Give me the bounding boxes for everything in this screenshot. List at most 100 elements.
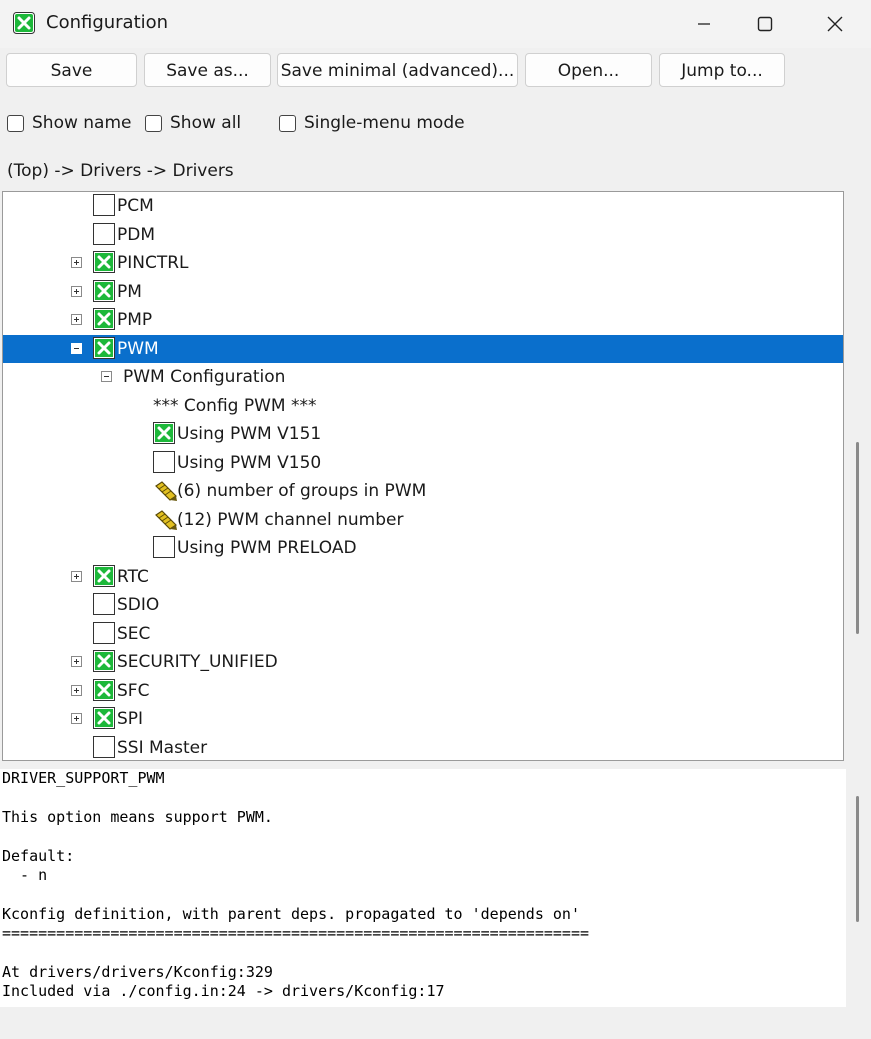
info-separator: ========================================… xyxy=(2,924,589,943)
checked-icon xyxy=(93,336,115,359)
window-title: Configuration xyxy=(46,12,169,33)
jump-to-button[interactable]: Jump to... xyxy=(659,53,785,87)
checkbox[interactable] xyxy=(93,279,115,302)
tree-row-label: Using PWM V150 xyxy=(177,452,322,473)
tree-row-pcm[interactable]: PCM xyxy=(3,192,843,220)
show-all-label: Show all xyxy=(170,113,242,133)
checkbox[interactable] xyxy=(153,450,175,473)
info-kconfig-heading: Kconfig definition, with parent deps. pr… xyxy=(2,904,580,923)
maximize-button[interactable] xyxy=(733,0,797,48)
checkbox[interactable] xyxy=(93,650,115,672)
expand-icon[interactable] xyxy=(71,285,82,297)
tree-row-pinctrl[interactable]: PINCTRL xyxy=(3,249,843,277)
save-as-button[interactable]: Save as... xyxy=(144,53,271,87)
breadcrumb: (Top) -> Drivers -> Drivers xyxy=(7,161,234,181)
checked-icon xyxy=(93,564,115,587)
menu-tree[interactable]: PCM PDM PINCTRL PM xyxy=(2,191,844,761)
tree-row-spi[interactable]: SPI xyxy=(3,705,843,733)
tree-row-label: PDM xyxy=(117,224,156,245)
show-all-checkbox[interactable] xyxy=(145,114,162,132)
close-button[interactable] xyxy=(803,0,867,48)
checked-icon xyxy=(93,678,115,701)
checkbox[interactable] xyxy=(93,222,115,245)
checkbox[interactable] xyxy=(93,251,115,273)
checkbox[interactable] xyxy=(93,678,115,701)
tree-row-label: RTC xyxy=(117,566,149,587)
checked-icon xyxy=(93,251,115,273)
tree-row-pwm-v151[interactable]: Using PWM V151 xyxy=(3,420,843,448)
tree-row-pdm[interactable]: PDM xyxy=(3,221,843,249)
tree-row-pwm-preload[interactable]: Using PWM PRELOAD xyxy=(3,534,843,562)
info-included: Included via ./config.in:24 -> drivers/K… xyxy=(2,982,445,1001)
tree-row-label: PM xyxy=(117,281,142,302)
tree-row-security-unified[interactable]: SECURITY_UNIFIED xyxy=(3,648,843,676)
checkbox[interactable] xyxy=(93,336,115,359)
tree-row-label: (12) PWM channel number xyxy=(177,509,404,530)
tree-row-label: PMP xyxy=(117,310,153,330)
single-menu-option[interactable]: Single-menu mode xyxy=(279,112,465,134)
info-panel[interactable]: DRIVER_SUPPORT_PWM This option means sup… xyxy=(0,769,846,1007)
collapse-icon[interactable] xyxy=(71,342,82,354)
tree-row-comment: *** Config PWM *** xyxy=(3,392,843,420)
show-name-option[interactable]: Show name xyxy=(7,112,132,134)
tree-row-ssi-master[interactable]: SSI Master xyxy=(3,734,843,761)
tree-row-label: (6) number of groups in PWM xyxy=(177,481,427,501)
tree-row-label: SFC xyxy=(117,680,150,701)
info-scrollbar[interactable] xyxy=(856,796,859,922)
checked-icon xyxy=(93,707,115,729)
expand-icon[interactable] xyxy=(71,570,82,582)
info-help: This option means support PWM. xyxy=(2,807,273,826)
tree-row-pm[interactable]: PM xyxy=(3,278,843,306)
minimize-button[interactable] xyxy=(672,0,736,48)
tree-row-sdio[interactable]: SDIO xyxy=(3,591,843,619)
tree-row-sfc[interactable]: SFC xyxy=(3,677,843,705)
show-name-label: Show name xyxy=(32,113,132,133)
title-bar[interactable]: Configuration xyxy=(0,0,871,48)
checkbox[interactable] xyxy=(153,422,175,444)
tree-row-pwm[interactable]: PWM xyxy=(3,334,843,363)
checkbox[interactable] xyxy=(93,621,115,644)
expand-icon[interactable] xyxy=(71,257,82,268)
info-default-label: Default: xyxy=(2,846,75,865)
info-default-value: - n xyxy=(2,866,48,885)
save-button[interactable]: Save xyxy=(6,53,137,87)
expand-icon[interactable] xyxy=(71,656,82,667)
tree-row-label: Using PWM PRELOAD xyxy=(177,538,357,558)
tree-row-rtc[interactable]: RTC xyxy=(3,563,843,591)
tree-row-channel-number[interactable]: (12) PWM channel number xyxy=(3,506,843,534)
checked-icon xyxy=(93,308,115,330)
tree-row-pmp[interactable]: PMP xyxy=(3,306,843,334)
checked-icon xyxy=(93,279,115,302)
expand-icon[interactable] xyxy=(71,684,82,696)
tree-row-pwm-v150[interactable]: Using PWM V150 xyxy=(3,449,843,477)
checkbox[interactable] xyxy=(93,564,115,587)
tree-row-label: Using PWM V151 xyxy=(177,424,322,444)
pencil-icon xyxy=(155,509,177,530)
checked-icon xyxy=(93,650,115,672)
save-minimal-button[interactable]: Save minimal (advanced)... xyxy=(277,53,518,87)
expand-icon[interactable] xyxy=(71,713,82,724)
tree-row-label: SPI xyxy=(117,709,144,729)
checkbox[interactable] xyxy=(153,536,175,558)
checkbox[interactable] xyxy=(93,308,115,330)
tree-row-groups[interactable]: (6) number of groups in PWM xyxy=(3,477,843,505)
single-menu-label: Single-menu mode xyxy=(304,113,465,133)
show-name-checkbox[interactable] xyxy=(7,114,24,132)
tree-row-label: PINCTRL xyxy=(117,253,189,273)
expand-icon[interactable] xyxy=(71,314,82,325)
tree-row-label: SSI Master xyxy=(117,737,208,758)
checkbox[interactable] xyxy=(93,194,115,216)
tree-row-pwm-configuration[interactable]: PWM Configuration xyxy=(3,363,843,391)
maximize-icon xyxy=(757,16,773,32)
collapse-icon[interactable] xyxy=(101,371,112,382)
checkbox[interactable] xyxy=(93,735,115,758)
tree-row-sec[interactable]: SEC xyxy=(3,620,843,648)
checkbox[interactable] xyxy=(93,707,115,729)
open-button[interactable]: Open... xyxy=(525,53,652,87)
single-menu-checkbox[interactable] xyxy=(279,114,296,132)
tree-row-label: PCM xyxy=(117,196,154,216)
tree-scrollbar[interactable] xyxy=(856,442,859,634)
checkbox[interactable] xyxy=(93,593,115,615)
show-all-option[interactable]: Show all xyxy=(145,112,241,134)
